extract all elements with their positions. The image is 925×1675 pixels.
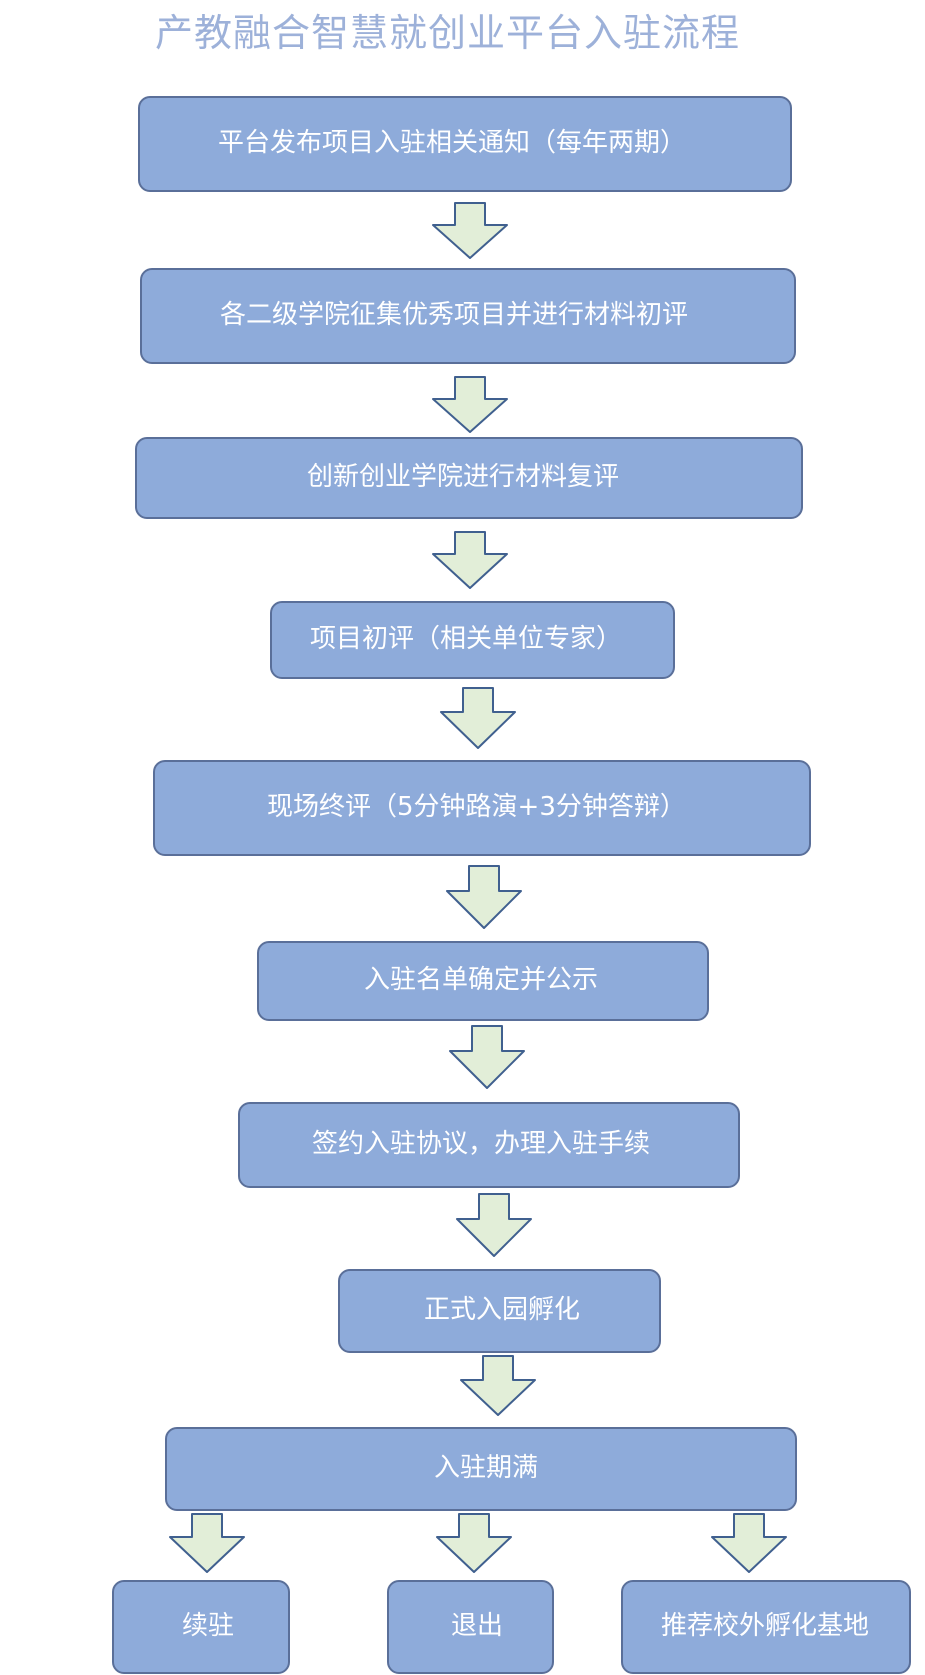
arrow-3 (432, 531, 508, 589)
step-material-review: 创新创业学院进行材料复评 (135, 437, 803, 519)
step-college-collection-label: 各二级学院征集优秀项目并进行材料初评 (220, 300, 689, 331)
step-term-expired-label: 入驻期满 (434, 1453, 539, 1484)
arrow-8 (460, 1355, 536, 1416)
outcome-exit: 退出 (387, 1580, 554, 1674)
arrow-2 (432, 376, 508, 433)
step-expert-preliminary-label: 项目初评（相关单位专家） (310, 624, 623, 655)
step-publish-notice: 平台发布项目入驻相关通知（每年两期） (138, 96, 792, 192)
step-list-announcement: 入驻名单确定并公示 (257, 941, 709, 1021)
step-sign-agreement-label: 签约入驻协议，办理入驻手续 (312, 1129, 651, 1160)
outcome-renew-label: 续驻 (182, 1611, 235, 1642)
step-term-expired: 入驻期满 (165, 1427, 797, 1511)
page-title: 产教融合智慧就创业平台入驻流程 (155, 11, 741, 55)
step-final-review: 现场终评（5分钟路演+3分钟答辩） (153, 760, 811, 856)
step-sign-agreement: 签约入驻协议，办理入驻手续 (238, 1102, 740, 1188)
step-final-review-label: 现场终评（5分钟路演+3分钟答辩） (267, 792, 686, 823)
outcome-external-incubator: 推荐校外孵化基地 (621, 1580, 911, 1674)
outcome-external-incubator-label: 推荐校外孵化基地 (661, 1611, 870, 1642)
arrow-4 (440, 687, 516, 749)
outcome-exit-label: 退出 (451, 1611, 504, 1642)
arrow-5 (446, 865, 522, 929)
step-publish-notice-label: 平台发布项目入驻相关通知（每年两期） (218, 128, 687, 159)
arrow-10 (436, 1513, 512, 1573)
step-material-review-label: 创新创业学院进行材料复评 (307, 462, 620, 493)
step-list-announcement-label: 入驻名单确定并公示 (364, 965, 599, 996)
step-incubation: 正式入园孵化 (338, 1269, 661, 1353)
arrow-7 (456, 1193, 532, 1257)
arrow-1 (432, 202, 508, 259)
step-expert-preliminary: 项目初评（相关单位专家） (270, 601, 675, 679)
step-incubation-label: 正式入园孵化 (424, 1295, 581, 1326)
step-college-collection: 各二级学院征集优秀项目并进行材料初评 (140, 268, 796, 364)
arrow-6 (449, 1025, 525, 1089)
arrow-11 (711, 1513, 787, 1573)
outcome-renew: 续驻 (112, 1580, 290, 1674)
arrow-9 (169, 1513, 245, 1573)
